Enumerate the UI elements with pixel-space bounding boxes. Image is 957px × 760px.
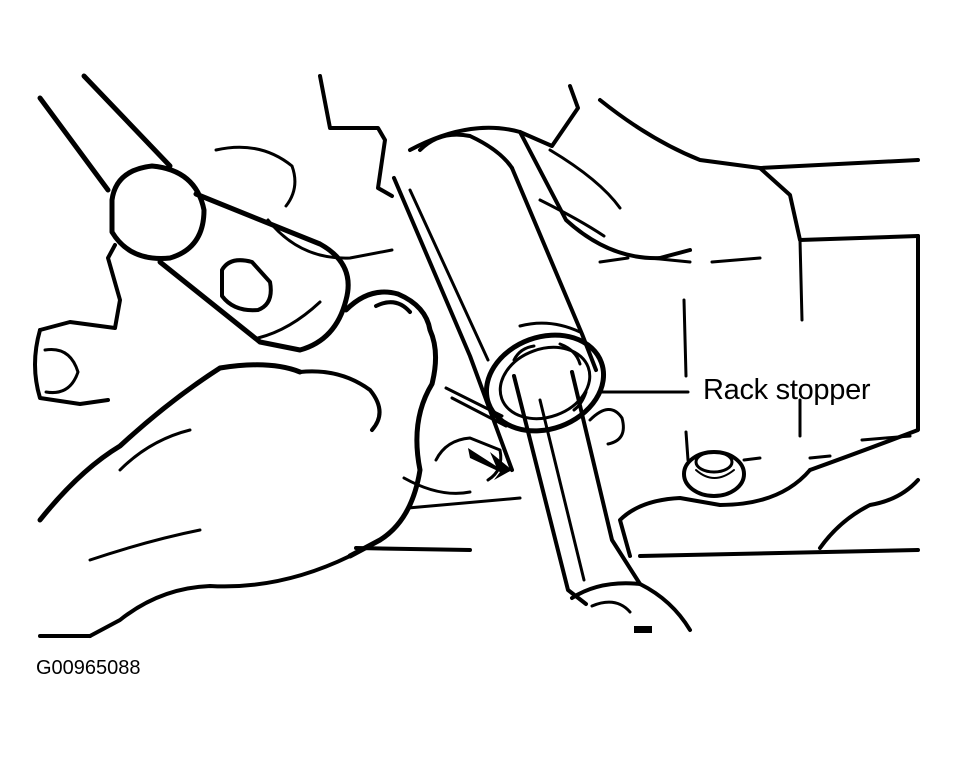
rack-stopper-ring	[483, 321, 607, 434]
hand	[37, 289, 503, 638]
direction-arrow-icon	[468, 448, 512, 480]
rack-bar	[392, 132, 692, 633]
figure-id-label: G00965088	[36, 657, 141, 679]
screwdriver-tool	[37, 73, 508, 428]
rack-stopper-label: Rack stopper	[703, 374, 871, 406]
steering-gear-housing	[33, 74, 920, 558]
housing-bolt	[682, 450, 746, 498]
